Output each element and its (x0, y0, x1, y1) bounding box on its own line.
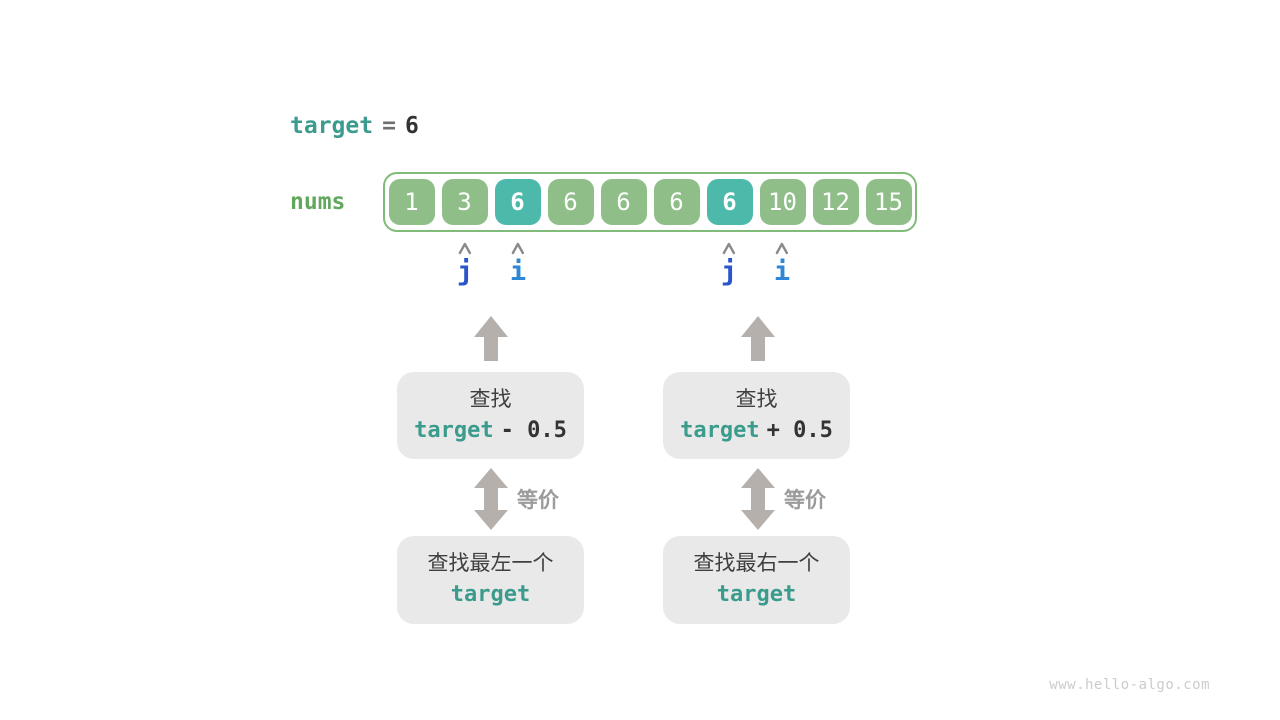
box-label-zh: 查找最左一个 (427, 552, 554, 575)
pointer-label-j: j (456, 256, 474, 287)
nums-array-label: nums (290, 189, 346, 215)
array-cell: 3 (441, 179, 488, 225)
array-cell: 6 (653, 179, 700, 225)
array-cell-rightmost-target: 6 (706, 179, 753, 225)
equivalence-label: 等价 (517, 489, 559, 512)
array-cell: 10 (759, 179, 806, 225)
target-assignment: target = 6 (290, 112, 419, 140)
code-target: target (680, 417, 760, 443)
double-arrow-icon (474, 468, 508, 530)
code-operator: + 0.5 (766, 417, 833, 443)
pointer-label-i: i (773, 256, 791, 287)
box-search-rightmost-target: 查找最右一个 target (663, 536, 850, 624)
array-cell: 6 (600, 179, 647, 225)
code-target: target (450, 582, 531, 607)
up-arrow-icon (474, 316, 508, 361)
pointer-i-left: i (510, 242, 526, 286)
up-arrow-icon (741, 316, 775, 361)
double-arrow-icon (741, 468, 775, 530)
array-cell: 6 (547, 179, 594, 225)
pointer-j-left: j (457, 242, 473, 286)
array-cell: 15 (865, 179, 912, 225)
equivalence-right: 等价 (741, 468, 826, 530)
equivalence-label: 等价 (784, 489, 826, 512)
caret-up-icon (458, 242, 472, 255)
box-code-expression: target (717, 582, 796, 608)
equivalence-left: 等价 (474, 468, 559, 530)
box-search-leftmost-target: 查找最左一个 target (397, 536, 584, 624)
code-target: target (716, 582, 797, 607)
watermark: www.hello-algo.com (1049, 677, 1210, 693)
caret-up-icon (722, 242, 736, 255)
nums-array: 1 3 6 6 6 6 6 10 12 15 (383, 172, 917, 232)
array-cell-leftmost-target: 6 (494, 179, 541, 225)
box-code-expression: target- 0.5 (414, 418, 567, 444)
box-label-zh: 查找最右一个 (693, 552, 820, 575)
box-label-zh: 查找 (469, 387, 512, 411)
target-variable-name: target (290, 113, 374, 139)
equals-sign: = (382, 113, 396, 139)
pointer-i-right: i (774, 242, 790, 286)
array-cell: 1 (388, 179, 435, 225)
pointer-label-i: i (509, 256, 527, 287)
caret-up-icon (511, 242, 525, 255)
code-operator: - 0.5 (500, 417, 567, 443)
up-arrow-left (474, 316, 508, 366)
caret-up-icon (775, 242, 789, 255)
pointer-j-right: j (721, 242, 737, 286)
box-search-target-minus: 查找 target- 0.5 (397, 372, 584, 459)
array-cell: 12 (812, 179, 859, 225)
code-target: target (414, 417, 494, 443)
up-arrow-right (741, 316, 775, 366)
box-search-target-plus: 查找 target+ 0.5 (663, 372, 850, 459)
pointer-label-j: j (720, 256, 738, 287)
box-label-zh: 查找 (735, 387, 778, 411)
box-code-expression: target (451, 582, 530, 608)
target-value: 6 (404, 113, 419, 139)
box-code-expression: target+ 0.5 (680, 418, 833, 444)
